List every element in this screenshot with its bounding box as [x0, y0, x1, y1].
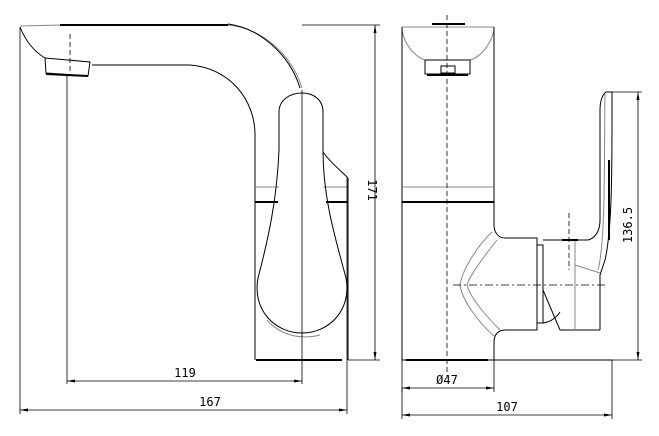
valve-body-outline	[459, 213, 601, 360]
side-view: 171 119 167	[19, 23, 380, 414]
dimension-base-diameter: Ø47	[401, 342, 495, 392]
spout-outline	[19, 23, 303, 360]
front-view: 136.5 Ø47 107	[401, 15, 642, 419]
dim-handle-height-label: 136.5	[621, 207, 635, 243]
dimension-handle-height: 136.5	[612, 91, 642, 361]
dim-spout-reach-label: 119	[174, 366, 196, 380]
dimension-spout-reach: 119	[66, 76, 303, 384]
dimension-height: 171	[302, 24, 380, 361]
dimension-total-length: 167	[19, 28, 348, 414]
body-outline	[255, 151, 349, 361]
dim-height-label: 171	[365, 179, 379, 201]
dim-total-depth-label: 107	[496, 400, 518, 414]
lever-handle-outline	[570, 91, 613, 330]
dim-total-length-label: 167	[199, 395, 221, 409]
dim-base-diameter-label: Ø47	[436, 373, 458, 387]
dimension-total-depth: 107	[401, 360, 613, 419]
spout-front-outline	[401, 23, 506, 360]
